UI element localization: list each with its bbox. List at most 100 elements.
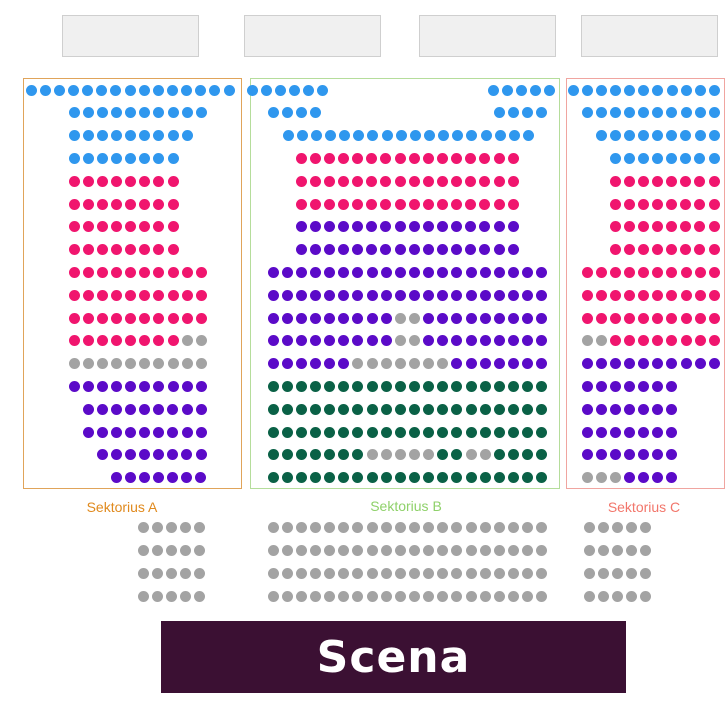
seat-lower-left[interactable]: [165, 590, 177, 602]
seat-sector-b[interactable]: [451, 175, 463, 187]
seat-sector-c[interactable]: [638, 449, 650, 461]
seat-sector-b[interactable]: [295, 175, 307, 187]
seat-sector-a[interactable]: [82, 152, 94, 164]
seat-sector-b[interactable]: [380, 380, 392, 392]
seat-lower-right[interactable]: [640, 521, 652, 533]
seat-sector-b[interactable]: [267, 289, 279, 301]
seat-sector-b[interactable]: [295, 380, 307, 392]
seat-sector-b[interactable]: [394, 198, 406, 210]
seat-sector-b[interactable]: [409, 380, 420, 392]
seat-sector-c[interactable]: [651, 244, 663, 256]
seat-sector-b[interactable]: [337, 244, 349, 256]
seat-sector-a[interactable]: [181, 84, 193, 96]
seat-sector-c[interactable]: [623, 152, 635, 164]
seat-sector-b[interactable]: [437, 358, 449, 370]
seat-lower-middle[interactable]: [536, 590, 548, 602]
seat-sector-a[interactable]: [110, 449, 122, 461]
seat-sector-a[interactable]: [153, 175, 165, 187]
seat-sector-c[interactable]: [609, 289, 621, 301]
seat-sector-a[interactable]: [110, 152, 122, 164]
seat-sector-b[interactable]: [465, 266, 477, 278]
seat-sector-b[interactable]: [536, 449, 548, 461]
seat-sector-b[interactable]: [508, 380, 520, 392]
seat-sector-c[interactable]: [567, 84, 579, 96]
seat-sector-b[interactable]: [466, 130, 478, 142]
seat-lower-middle[interactable]: [522, 521, 534, 533]
seat-lower-left[interactable]: [137, 590, 149, 602]
seat-sector-b[interactable]: [394, 312, 406, 324]
seat-sector-b[interactable]: [408, 244, 420, 256]
seat-sector-c[interactable]: [637, 221, 649, 233]
seat-sector-a[interactable]: [195, 84, 207, 96]
seat-lower-middle[interactable]: [536, 544, 548, 556]
seat-lower-middle[interactable]: [465, 567, 477, 579]
seat-sector-a[interactable]: [125, 244, 137, 256]
seat-sector-b[interactable]: [493, 107, 505, 119]
seat-sector-a[interactable]: [195, 358, 207, 370]
seat-sector-c[interactable]: [694, 358, 706, 370]
seat-sector-b[interactable]: [451, 426, 463, 438]
seat-lower-middle[interactable]: [352, 590, 364, 602]
seat-lower-middle[interactable]: [465, 590, 477, 602]
seat-sector-c[interactable]: [595, 130, 607, 142]
seat-sector-c[interactable]: [666, 221, 678, 233]
seat-sector-b[interactable]: [338, 335, 350, 347]
seat-sector-b[interactable]: [451, 472, 463, 484]
seat-sector-b[interactable]: [508, 449, 520, 461]
seat-sector-c[interactable]: [666, 244, 678, 256]
seat-lower-left[interactable]: [165, 521, 177, 533]
seat-sector-c[interactable]: [666, 266, 678, 278]
seat-sector-c[interactable]: [708, 198, 720, 210]
seat-lower-right[interactable]: [597, 567, 609, 579]
seat-sector-b[interactable]: [310, 130, 322, 142]
seat-sector-a[interactable]: [167, 221, 179, 233]
seat-sector-b[interactable]: [465, 198, 477, 210]
seat-sector-c[interactable]: [623, 449, 635, 461]
seat-sector-a[interactable]: [153, 244, 165, 256]
seat-sector-b[interactable]: [366, 175, 378, 187]
seat-sector-a[interactable]: [96, 152, 108, 164]
seat-sector-c[interactable]: [623, 221, 635, 233]
seat-sector-b[interactable]: [309, 358, 321, 370]
seat-sector-a[interactable]: [139, 107, 151, 119]
seat-sector-c[interactable]: [624, 84, 636, 96]
seat-sector-a[interactable]: [139, 335, 151, 347]
seat-sector-b[interactable]: [339, 130, 351, 142]
seat-lower-right[interactable]: [583, 567, 595, 579]
seat-sector-a[interactable]: [53, 84, 65, 96]
seat-sector-b[interactable]: [493, 426, 505, 438]
seat-sector-b[interactable]: [423, 358, 435, 370]
seat-sector-b[interactable]: [366, 312, 378, 324]
seat-lower-right[interactable]: [640, 590, 652, 602]
seat-sector-a[interactable]: [110, 426, 122, 438]
seat-sector-a[interactable]: [139, 426, 151, 438]
seat-sector-a[interactable]: [153, 312, 165, 324]
seat-sector-c[interactable]: [709, 84, 720, 96]
seat-lower-middle[interactable]: [437, 521, 449, 533]
seat-sector-b[interactable]: [309, 289, 321, 301]
seat-sector-c[interactable]: [680, 358, 692, 370]
seat-lower-middle[interactable]: [409, 521, 420, 533]
seat-sector-b[interactable]: [422, 175, 434, 187]
seat-sector-c[interactable]: [595, 426, 607, 438]
seat-sector-b[interactable]: [338, 472, 350, 484]
seat-sector-a[interactable]: [125, 312, 137, 324]
seat-sector-c[interactable]: [708, 175, 720, 187]
seat-sector-c[interactable]: [652, 289, 664, 301]
seat-sector-c[interactable]: [581, 358, 593, 370]
seat-lower-left[interactable]: [151, 521, 163, 533]
seat-sector-b[interactable]: [465, 449, 477, 461]
seat-sector-c[interactable]: [638, 403, 650, 415]
seat-sector-b[interactable]: [493, 152, 505, 164]
seat-sector-b[interactable]: [366, 266, 378, 278]
seat-sector-a[interactable]: [110, 130, 122, 142]
seat-sector-b[interactable]: [295, 266, 307, 278]
seat-sector-b[interactable]: [479, 175, 491, 187]
seat-lower-right[interactable]: [597, 544, 609, 556]
seat-sector-b[interactable]: [479, 335, 491, 347]
seat-sector-b[interactable]: [274, 84, 286, 96]
seat-sector-c[interactable]: [609, 175, 621, 187]
seat-lower-middle[interactable]: [338, 590, 350, 602]
seat-sector-c[interactable]: [666, 130, 678, 142]
seat-sector-a[interactable]: [167, 266, 179, 278]
